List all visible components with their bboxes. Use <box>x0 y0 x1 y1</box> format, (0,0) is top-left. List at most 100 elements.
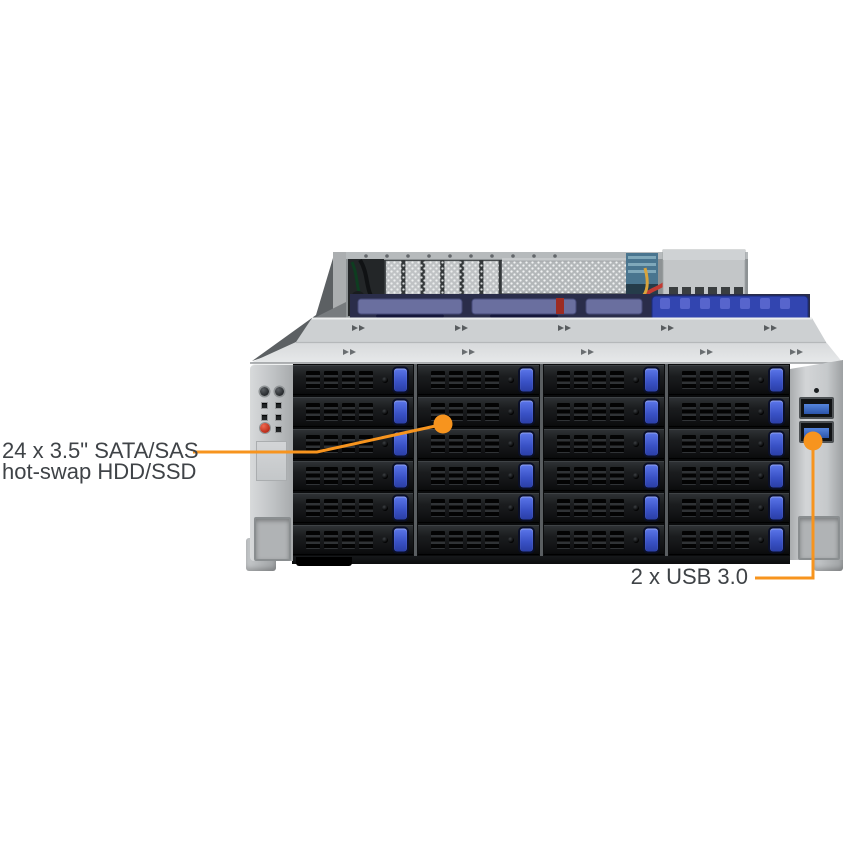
cover-right-slope <box>745 294 812 318</box>
tray-vents <box>306 403 374 421</box>
tray-led <box>758 473 764 479</box>
tray-led <box>758 441 764 447</box>
cover-left-slope <box>314 302 346 318</box>
drive-tray <box>543 461 664 491</box>
tray-latch <box>644 368 658 392</box>
cover-latch-marks-front <box>343 349 803 355</box>
tray-latch <box>770 400 783 424</box>
psu <box>662 249 746 299</box>
tray-led <box>632 409 639 415</box>
drive-tray <box>293 429 414 459</box>
tray-vents <box>681 531 749 549</box>
chassis-left-wall <box>252 258 347 361</box>
rear-panel <box>333 249 748 318</box>
drive-tray <box>293 397 414 427</box>
usb-callout-label: 2 x USB 3.0 <box>630 564 748 589</box>
cover-latch-marks <box>352 325 777 331</box>
tray-led <box>382 409 389 415</box>
tray-vents <box>306 435 374 453</box>
status-led <box>262 415 267 420</box>
tray-latch <box>394 496 408 520</box>
fan-module <box>471 298 577 315</box>
tray-vents <box>556 403 624 421</box>
tray-latch <box>770 464 783 488</box>
drive-bay-grid <box>292 364 790 556</box>
tray-latch <box>519 464 533 488</box>
front-ear-right <box>790 360 843 560</box>
tray-vents <box>306 467 374 485</box>
tray-latch <box>770 496 783 520</box>
tray-latch <box>644 496 658 520</box>
tray-vents <box>556 371 624 389</box>
tray-vents <box>681 499 749 517</box>
tray-vents <box>556 499 624 517</box>
status-led <box>276 403 281 408</box>
front-ear-left <box>250 364 293 561</box>
tray-vents <box>681 403 749 421</box>
tray-led <box>382 505 389 511</box>
tray-latch <box>644 464 658 488</box>
drives-callout-label: 24 x 3.5" SATA/SAS hot-swap HDD/SSD <box>2 438 199 483</box>
drive-bay-column <box>664 364 790 556</box>
tray-vents <box>681 467 749 485</box>
tray-latch <box>770 368 783 392</box>
tray-latch <box>394 400 408 424</box>
power-button <box>260 387 269 396</box>
drive-tray <box>668 429 789 459</box>
drive-tray <box>418 397 539 427</box>
tray-led <box>507 377 514 383</box>
tray-vents <box>681 435 749 453</box>
tray-vents <box>556 531 624 549</box>
chassis-interior-cables <box>348 258 384 316</box>
ear-handle-right <box>798 516 840 560</box>
chassis-base-strip <box>292 556 790 564</box>
drive-tray <box>668 525 789 555</box>
tray-led <box>758 409 764 415</box>
tray-led <box>507 505 514 511</box>
drive-tray <box>668 493 789 523</box>
rear-vent-grille <box>501 258 627 316</box>
drive-tray <box>668 461 789 491</box>
tray-vents <box>556 467 624 485</box>
status-led <box>276 415 281 420</box>
tray-led <box>507 537 514 543</box>
tray-latch <box>394 464 408 488</box>
top-cover <box>250 317 843 364</box>
tray-latch <box>394 432 408 456</box>
drive-tray <box>543 525 664 555</box>
tray-vents <box>431 435 499 453</box>
tray-latch <box>519 400 533 424</box>
drive-tray <box>293 525 414 555</box>
drives-label-line1: 24 x 3.5" SATA/SAS <box>2 438 199 463</box>
tray-latch <box>644 528 658 552</box>
reset-button <box>275 387 284 396</box>
drive-tray <box>418 429 539 459</box>
drive-bay-column <box>414 364 540 556</box>
tray-latch <box>519 432 533 456</box>
drive-tray <box>668 397 789 427</box>
tray-vents <box>681 371 749 389</box>
tray-led <box>382 441 389 447</box>
tray-vents <box>431 467 499 485</box>
drive-tray <box>543 493 664 523</box>
tray-led <box>382 473 389 479</box>
tray-latch <box>519 368 533 392</box>
drive-bay-column <box>292 364 415 556</box>
ear-plate <box>256 441 287 481</box>
fan-module <box>357 298 463 315</box>
tray-led <box>758 505 764 511</box>
tray-vents <box>556 435 624 453</box>
drive-tray <box>293 493 414 523</box>
tray-latch <box>770 432 783 456</box>
usb3-port-1 <box>799 397 834 419</box>
chassis-base-tab <box>296 557 352 566</box>
tray-vents <box>306 499 374 517</box>
tray-led <box>632 537 639 543</box>
tray-latch <box>644 400 658 424</box>
drive-tray <box>668 365 789 395</box>
drive-tray <box>293 461 414 491</box>
tray-vents <box>306 531 374 549</box>
tray-vents <box>306 371 374 389</box>
fan-wall <box>350 294 810 323</box>
